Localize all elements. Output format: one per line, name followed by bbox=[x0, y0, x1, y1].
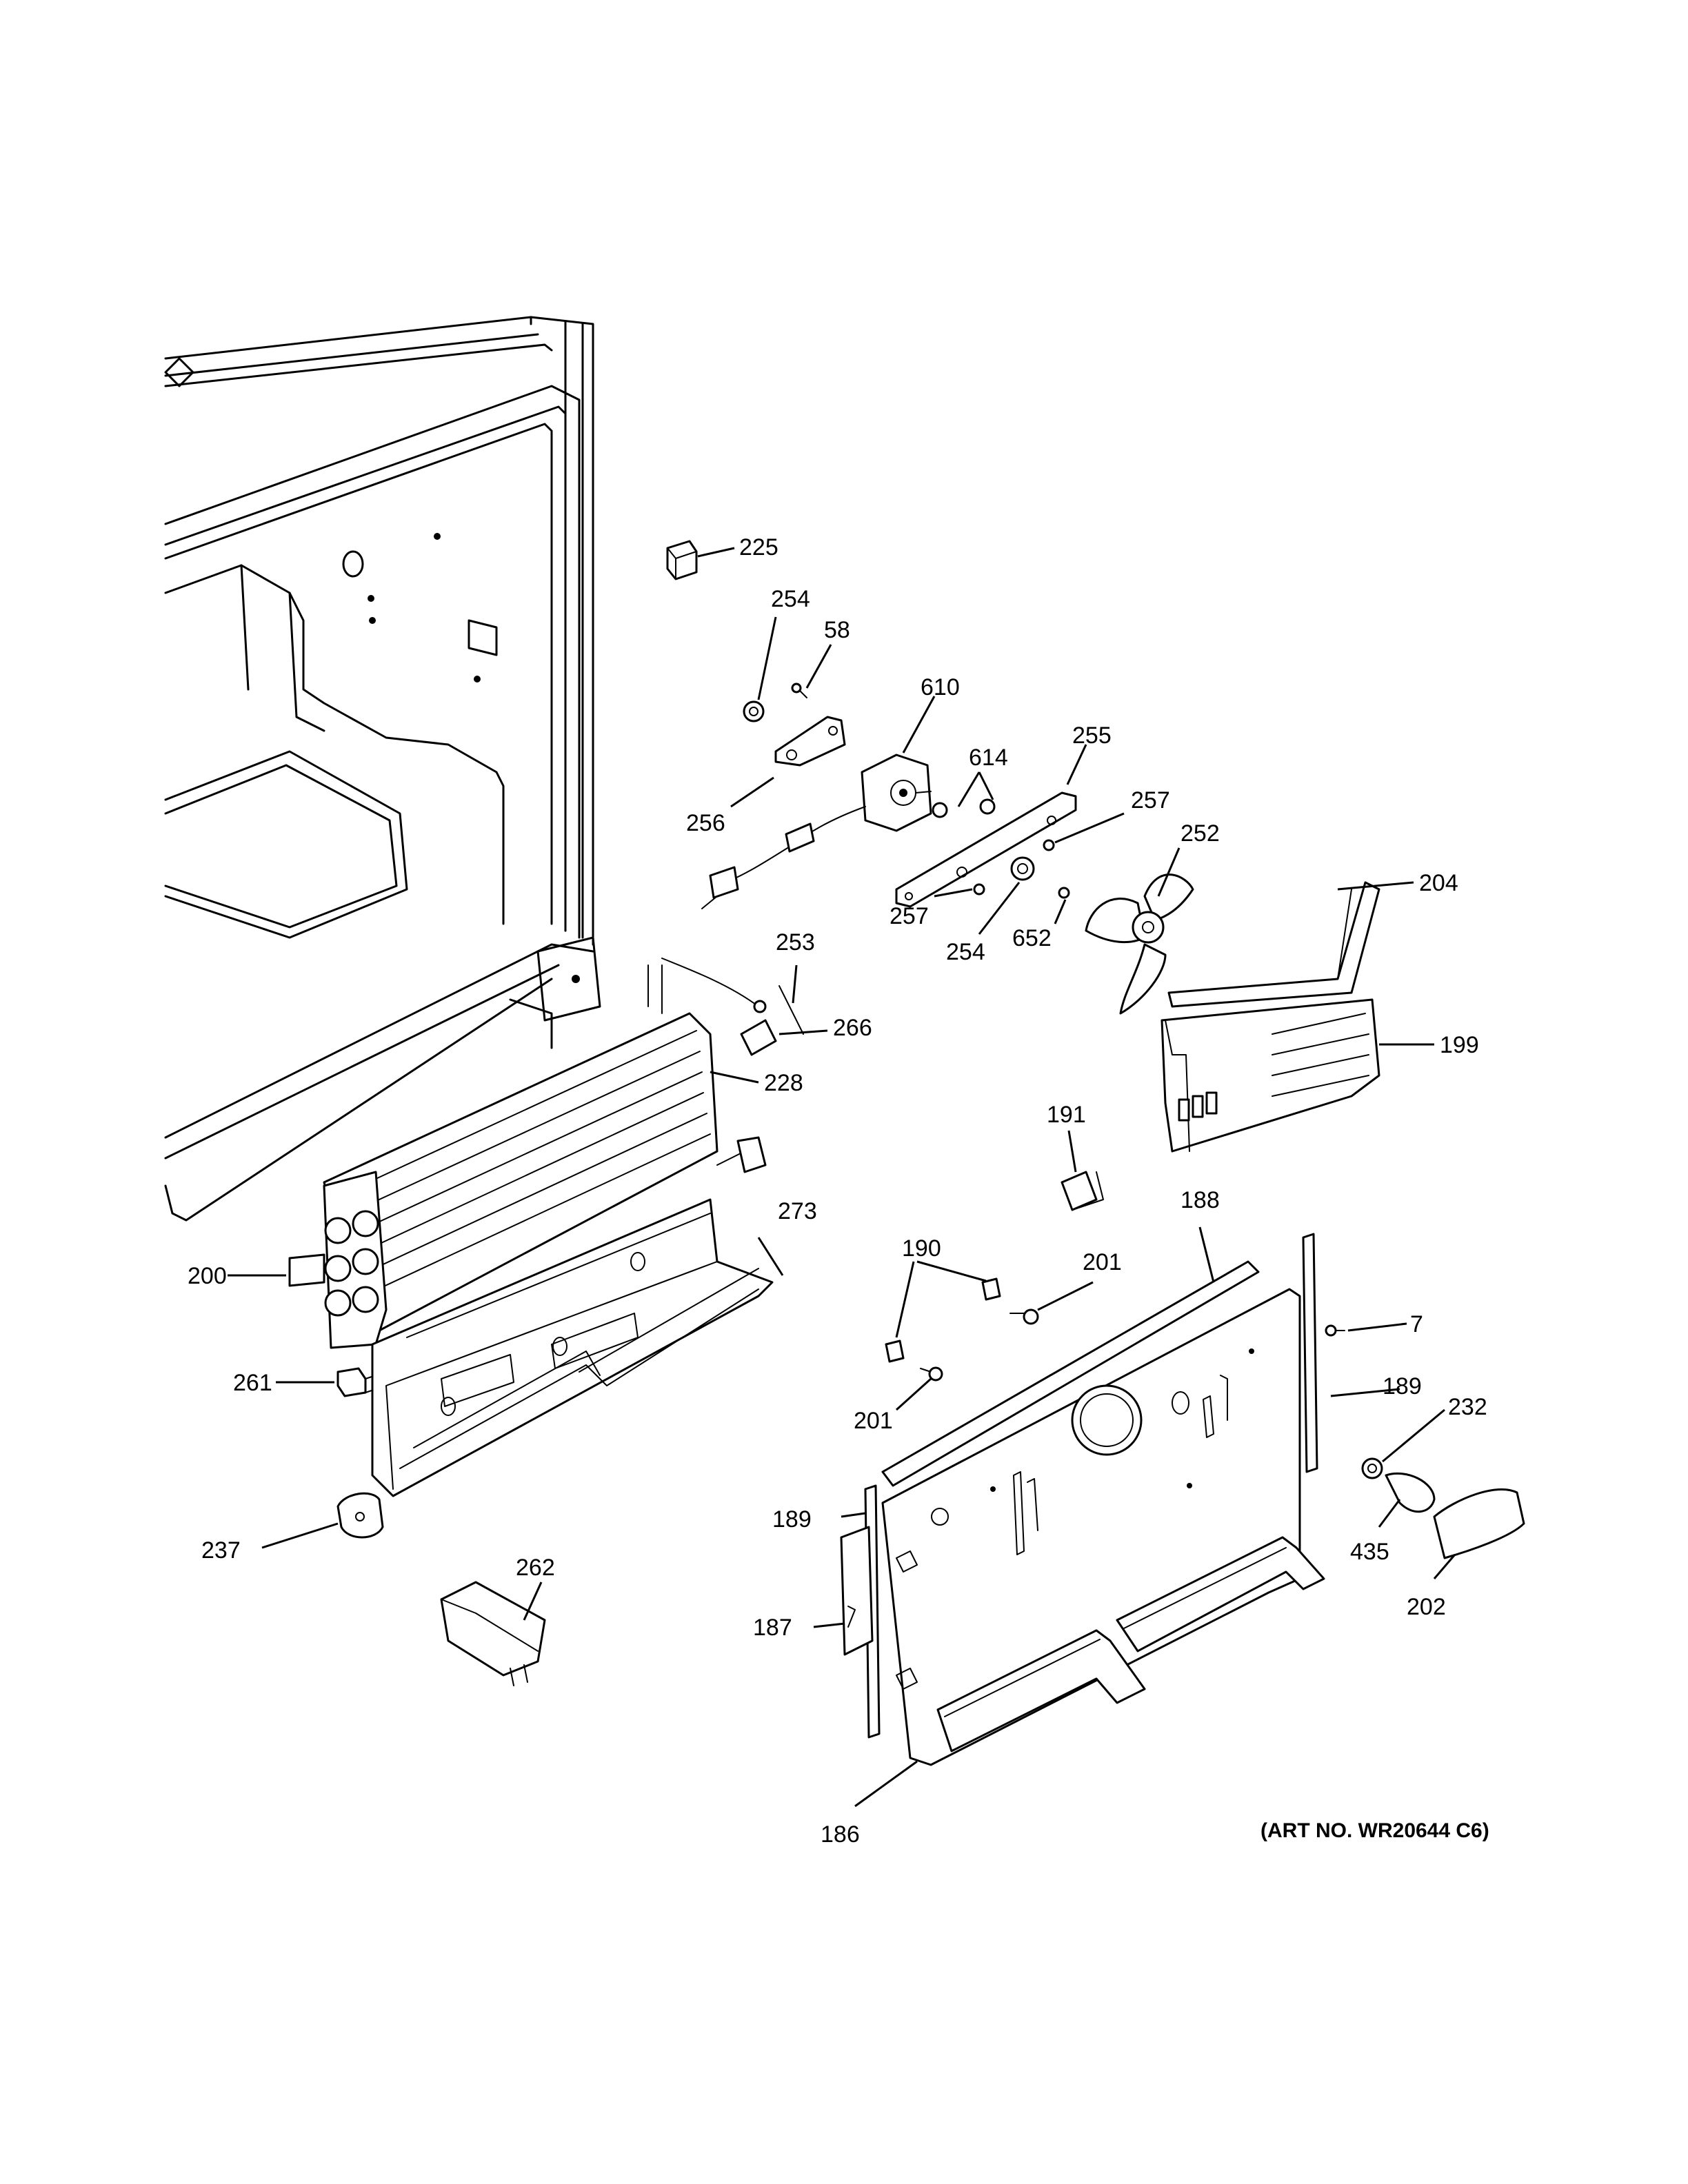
part-261-fuse bbox=[336, 1367, 376, 1397]
callout-255: 255 bbox=[1072, 722, 1112, 749]
part-252-fan-blade bbox=[1085, 873, 1194, 1015]
part-201-screw-upper bbox=[1009, 1308, 1039, 1325]
callout-190: 190 bbox=[902, 1235, 941, 1262]
part-256-bracket bbox=[774, 716, 846, 767]
callout-labels: 225 254 58 610 614 255 256 257 252 204 2… bbox=[188, 534, 1487, 1848]
part-262-cover bbox=[440, 1581, 546, 1686]
part-254-grommet-top bbox=[743, 700, 765, 722]
callout-610: 610 bbox=[921, 674, 960, 700]
callout-652: 652 bbox=[1012, 925, 1052, 951]
part-232-socket bbox=[1361, 1457, 1383, 1479]
callout-225: 225 bbox=[739, 534, 778, 560]
callout-254: 254 bbox=[771, 586, 810, 612]
callout-232: 232 bbox=[1448, 1394, 1487, 1420]
part-201-screw-lower bbox=[920, 1366, 943, 1382]
part-200-evaporator-end bbox=[288, 1171, 388, 1349]
art-number: (ART NO. WR20644 C6) bbox=[1260, 1819, 1489, 1842]
part-190-spring-upper bbox=[981, 1277, 1001, 1301]
part-257-screws bbox=[973, 839, 1055, 896]
part-266-clip bbox=[740, 1019, 777, 1056]
callout-252: 252 bbox=[1180, 820, 1220, 847]
part-58-screw bbox=[791, 682, 807, 698]
part-228-evaporator bbox=[323, 964, 767, 1332]
callout-257-lower: 257 bbox=[890, 903, 929, 929]
part-435-bulb bbox=[1385, 1472, 1436, 1513]
callout-257: 257 bbox=[1131, 787, 1170, 813]
part-273-drain-pan bbox=[371, 1198, 774, 1497]
part-189-gasket-right bbox=[1302, 1233, 1318, 1473]
part-253-sensor bbox=[661, 958, 804, 1035]
callout-187: 187 bbox=[753, 1615, 792, 1641]
callout-189-left: 189 bbox=[772, 1506, 812, 1533]
part-652-nut bbox=[1058, 887, 1070, 899]
part-188-gasket bbox=[881, 1260, 1260, 1487]
callout-261: 261 bbox=[233, 1370, 272, 1396]
callout-262: 262 bbox=[516, 1555, 555, 1581]
callout-273: 273 bbox=[778, 1198, 817, 1224]
leader-lines bbox=[228, 547, 1456, 1808]
callout-228: 228 bbox=[764, 1070, 803, 1096]
callout-189-right: 189 bbox=[1383, 1373, 1422, 1399]
freezer-cabinet-liner bbox=[164, 316, 601, 1222]
callout-256: 256 bbox=[686, 810, 725, 836]
part-255-bracket bbox=[895, 791, 1077, 908]
callout-253: 253 bbox=[776, 929, 815, 956]
callout-435: 435 bbox=[1350, 1539, 1389, 1565]
part-204-seal bbox=[1167, 881, 1380, 1008]
callout-202: 202 bbox=[1407, 1594, 1446, 1620]
part-237-cap bbox=[336, 1492, 384, 1539]
callout-188: 188 bbox=[1180, 1187, 1220, 1213]
part-7-screw bbox=[1325, 1324, 1345, 1337]
callout-7: 7 bbox=[1410, 1311, 1423, 1337]
callout-186: 186 bbox=[821, 1821, 860, 1848]
part-191-clip bbox=[1061, 1171, 1104, 1211]
part-225-relay bbox=[666, 540, 698, 580]
callout-58: 58 bbox=[824, 617, 850, 643]
part-199-shroud bbox=[1160, 998, 1380, 1153]
callout-254-lower: 254 bbox=[946, 939, 985, 965]
part-190-spring-lower bbox=[885, 1339, 905, 1363]
part-254-grommet-lower bbox=[1010, 856, 1035, 881]
callout-191: 191 bbox=[1047, 1102, 1086, 1128]
callout-204: 204 bbox=[1419, 870, 1458, 896]
callout-237: 237 bbox=[201, 1537, 241, 1564]
part-187-insulation bbox=[840, 1526, 874, 1656]
part-610-fan-motor bbox=[701, 754, 932, 909]
part-186-evaporator-cover bbox=[881, 1288, 1325, 1766]
callout-614: 614 bbox=[969, 745, 1008, 771]
callout-201: 201 bbox=[1083, 1249, 1122, 1275]
callout-266: 266 bbox=[833, 1015, 872, 1041]
part-202-light-cover bbox=[1433, 1488, 1525, 1559]
callout-201-lower: 201 bbox=[854, 1408, 893, 1434]
callout-199: 199 bbox=[1440, 1032, 1479, 1058]
part-614-grommets bbox=[932, 798, 996, 818]
callout-200: 200 bbox=[188, 1263, 227, 1289]
